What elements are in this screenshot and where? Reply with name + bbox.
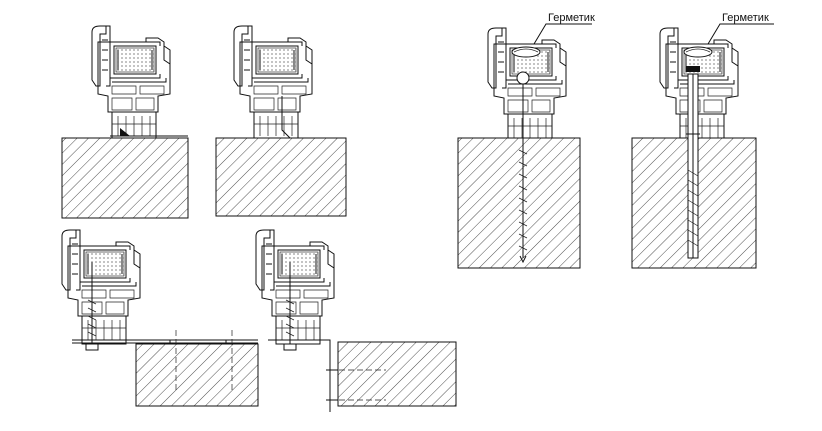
detail-frame-l-plate [255,229,457,412]
detail-bent-plate [215,25,347,217]
detail-frame-long-plate [61,229,259,407]
detail-dowel-sealant: Герметик [631,12,774,269]
sealant-label: Герметик [548,12,595,24]
detail-anchor-plate [61,25,189,219]
detail-screw-sealant: Герметик [457,12,595,269]
sealant-label: Герметик [722,12,769,24]
